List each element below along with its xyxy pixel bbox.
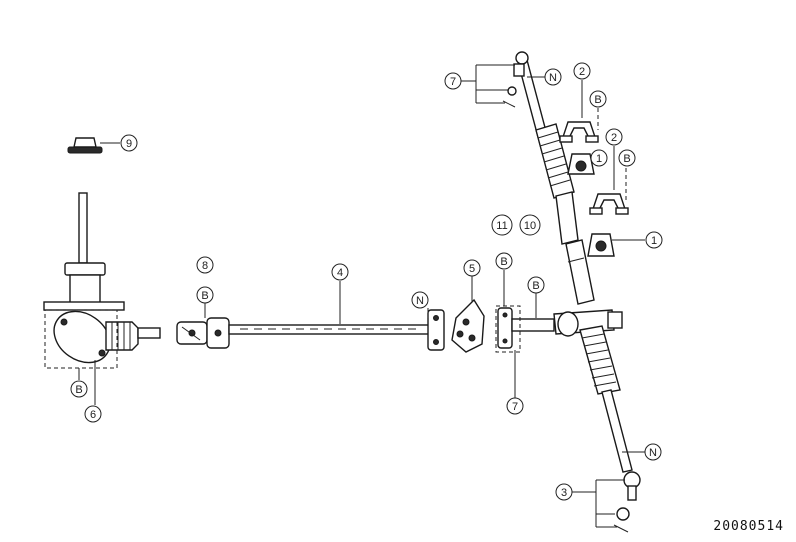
svg-text:3: 3: [561, 487, 567, 499]
svg-text:2: 2: [579, 66, 585, 78]
svg-text:10: 10: [524, 220, 536, 232]
callout-6: 6: [84, 405, 102, 423]
callout-9: 9: [120, 134, 138, 152]
svg-text:6: 6: [90, 409, 96, 421]
callout-11: 11: [491, 214, 513, 236]
callout-n-lower: N: [644, 443, 662, 461]
callout-10: 10: [519, 214, 541, 236]
svg-text:2: 2: [611, 132, 617, 144]
callout-1-lower: 1: [645, 231, 663, 249]
svg-text:1: 1: [596, 153, 602, 165]
part-9-cap: [67, 137, 103, 154]
callout-1-upper: 1: [590, 149, 608, 167]
rack-bushing-lower-1: [587, 233, 615, 257]
svg-text:11: 11: [496, 220, 507, 232]
callout-n-shaft: N: [411, 291, 429, 309]
svg-text:9: 9: [126, 138, 132, 150]
callout-2-lower-b: B: [618, 149, 636, 167]
callout-8: 8: [196, 256, 214, 274]
svg-text:7: 7: [512, 401, 518, 413]
callout-2-upper-b: B: [589, 90, 607, 108]
part-8-universal-joint: [176, 317, 230, 349]
callout-n-upper: N: [544, 68, 562, 86]
svg-text:4: 4: [337, 267, 343, 279]
callout-3: 3: [555, 483, 573, 501]
svg-text:B: B: [532, 280, 539, 292]
svg-text:8: 8: [202, 260, 208, 272]
part-7-joint-yoke: [497, 307, 555, 349]
svg-text:5: 5: [469, 263, 475, 275]
callout-5: 5: [463, 259, 481, 277]
drawing-code: 20080514: [713, 519, 784, 534]
svg-text:N: N: [549, 72, 557, 84]
callout-2-upper: 2: [573, 62, 591, 80]
callout-10-b: B: [527, 276, 545, 294]
part-5-coupling-disc: [451, 298, 485, 353]
part-6-steering-gearbox: [43, 192, 161, 364]
svg-text:B: B: [500, 256, 507, 268]
svg-text:7: 7: [450, 76, 456, 88]
rack-bushing-upper-1: [567, 153, 595, 175]
callout-4: 4: [331, 263, 349, 281]
rack-clamp-upper-2: [559, 121, 599, 143]
callout-7-joint: 7: [506, 397, 524, 415]
callout-2-lower: 2: [605, 128, 623, 146]
callout-8-b: B: [196, 286, 214, 304]
svg-text:N: N: [416, 295, 424, 307]
svg-text:B: B: [623, 153, 630, 165]
rack-clamp-lower-2: [589, 193, 629, 215]
svg-text:B: B: [594, 94, 601, 106]
steering-rack: [513, 51, 641, 501]
callout-6-b: B: [70, 380, 88, 398]
shaft-clamp-bracket: [427, 309, 445, 351]
callout-7-tierod: 7: [444, 72, 462, 90]
svg-text:B: B: [201, 290, 208, 302]
svg-text:N: N: [649, 447, 657, 459]
svg-text:B: B: [75, 384, 82, 396]
svg-text:1: 1: [651, 235, 657, 247]
part-4-intermediate-shaft: [228, 324, 430, 335]
callout-11-b: B: [495, 252, 513, 270]
